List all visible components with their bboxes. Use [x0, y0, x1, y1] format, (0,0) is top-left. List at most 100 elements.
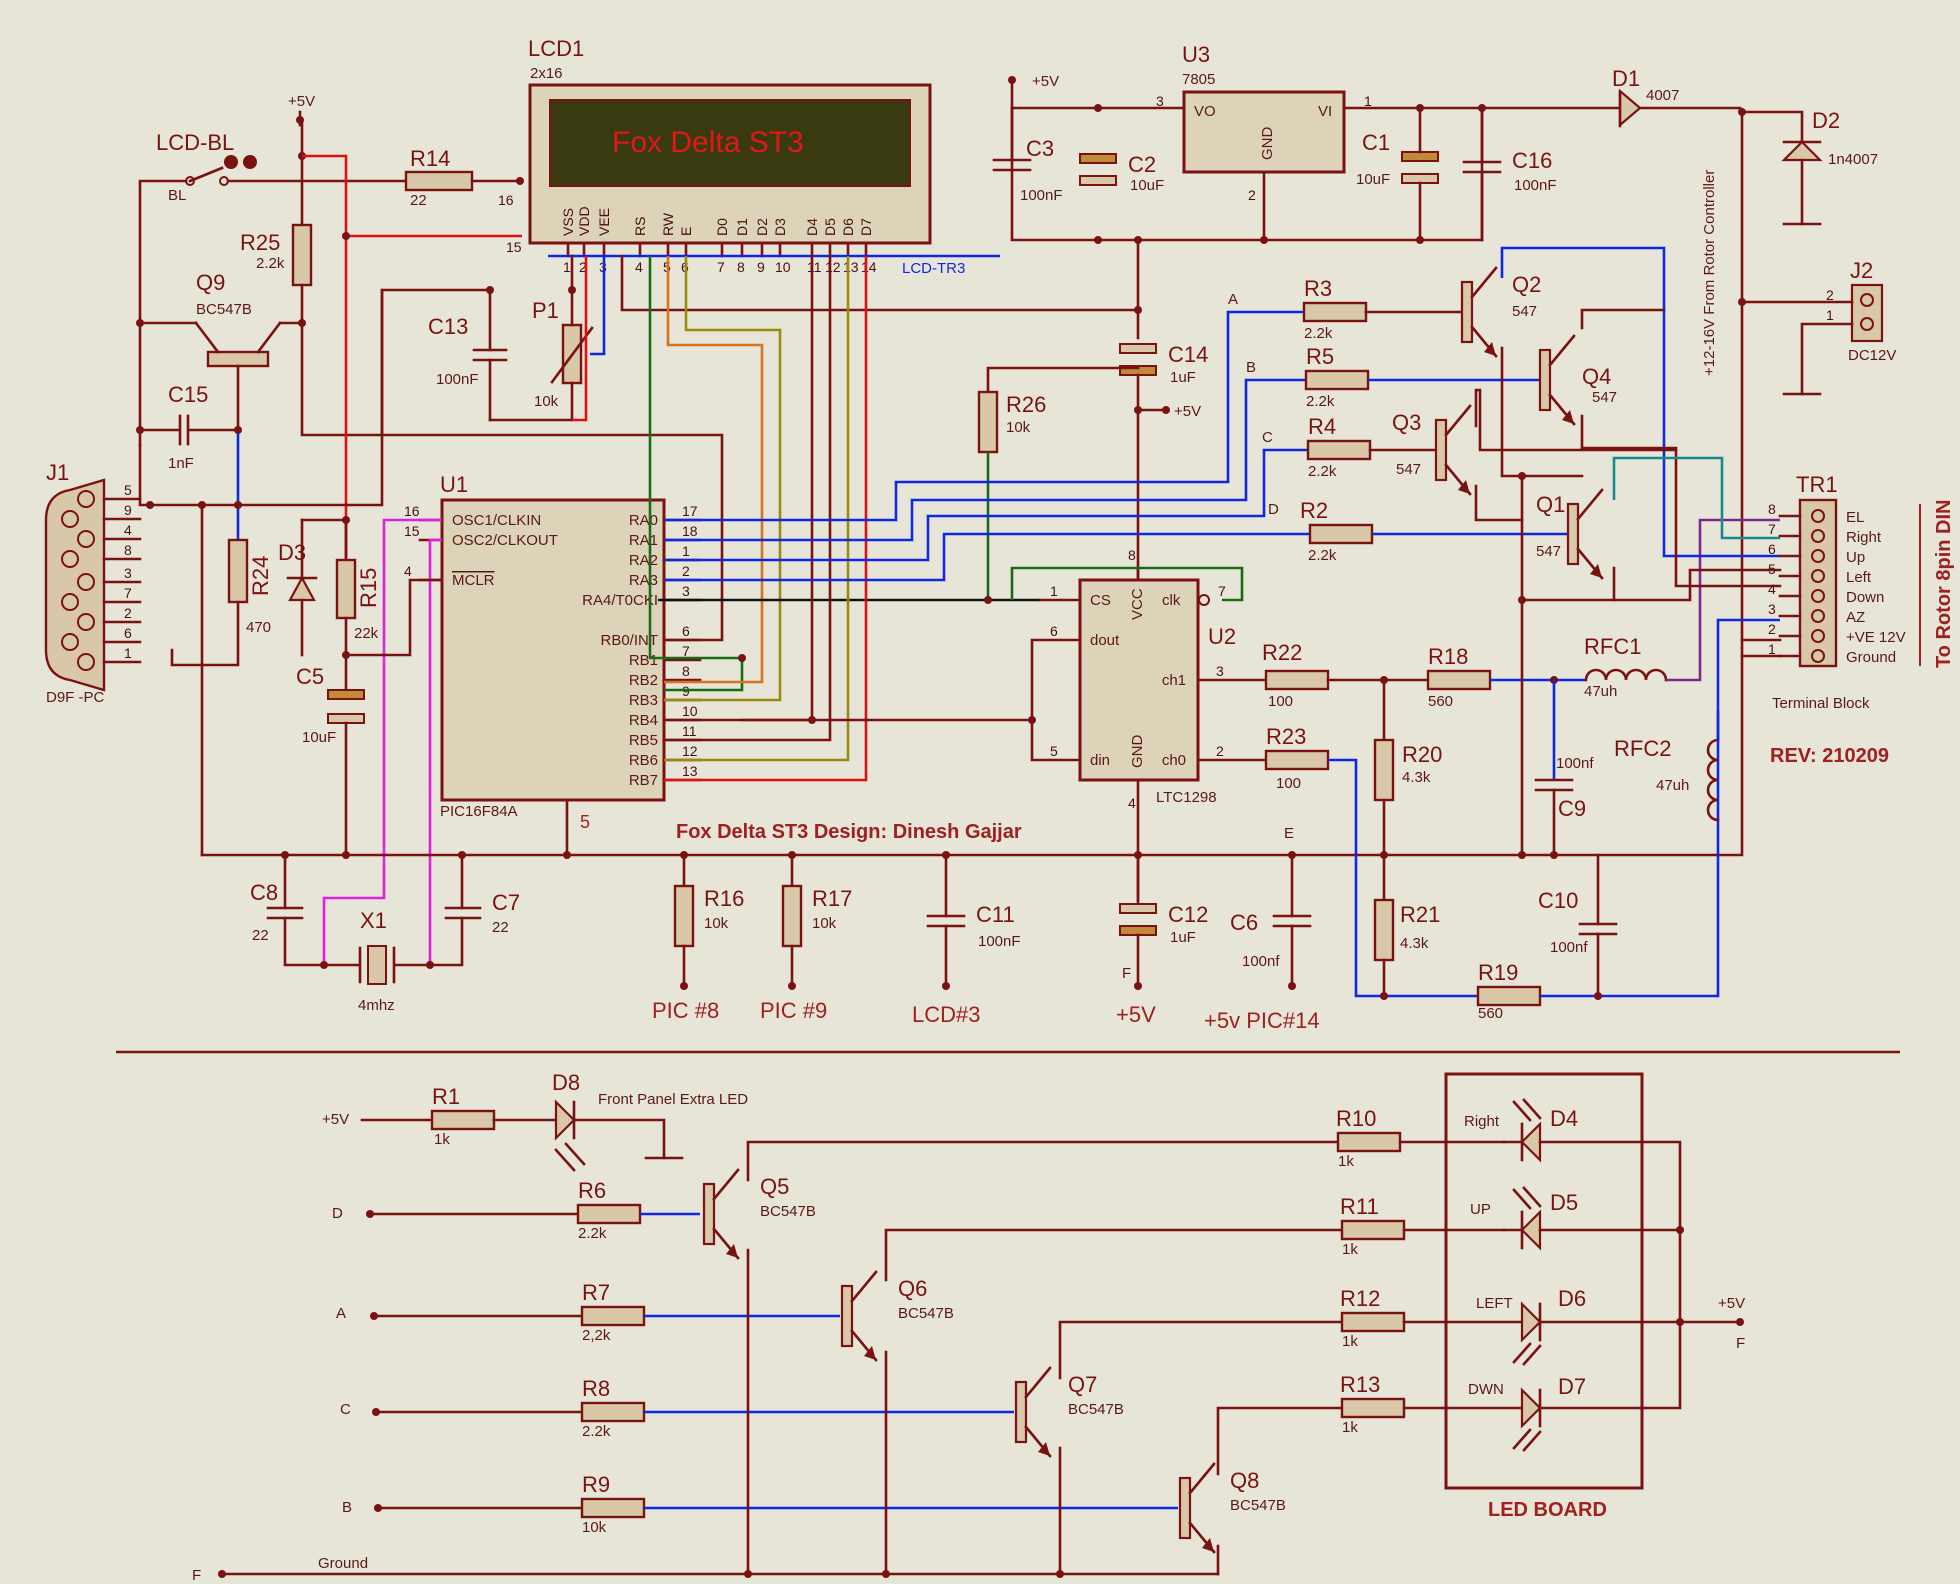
q3	[1434, 404, 1472, 496]
u1-right-pin-7: RB2	[629, 672, 658, 689]
j1-hole-7	[61, 633, 79, 651]
lcd1-screen	[549, 99, 911, 187]
lcd-bl-ref: LCD-BL	[156, 130, 234, 155]
r2	[1308, 523, 1374, 545]
u2-num-5: 5	[1050, 743, 1058, 759]
r13-value: 1k	[1342, 1419, 1358, 1436]
q2-value: 547	[1512, 303, 1537, 320]
r3-value: 2.2k	[1304, 325, 1333, 342]
j1-hole-0	[77, 490, 95, 508]
lcd-pin-8: D2	[754, 218, 770, 236]
c3-ref: C3	[1026, 136, 1054, 161]
u1-right-num-12: 13	[682, 763, 698, 779]
r3-ref: R3	[1304, 276, 1332, 301]
r15	[335, 558, 357, 620]
d7-led	[1512, 1387, 1542, 1452]
c13-value: 100nF	[436, 371, 479, 388]
x1-value: 4mhz	[358, 997, 395, 1014]
u2-pin-1: VCC	[1129, 588, 1146, 620]
r1	[430, 1109, 496, 1131]
c13: C13 100nF	[428, 286, 508, 422]
r23-ref: R23	[1266, 724, 1306, 749]
j1-value: D9F -PC	[46, 689, 105, 706]
led-board-label: LED BOARD	[1488, 1499, 1607, 1521]
u2-ref: U2	[1208, 624, 1236, 649]
r6-ref: R6	[578, 1178, 606, 1203]
u2-clk-bubble	[1198, 594, 1210, 606]
d1-ref: D1	[1612, 66, 1640, 91]
tr1-num-1: 7	[1768, 521, 1776, 537]
q9-value: BC547B	[196, 301, 252, 318]
r5	[1304, 369, 1370, 391]
d3: D3	[278, 518, 318, 657]
r10	[1336, 1131, 1402, 1153]
bl-label: BL	[168, 187, 186, 204]
rfc2	[1706, 738, 1720, 822]
u1-right-num-5: 6	[682, 623, 690, 639]
c7: C7 22	[428, 853, 520, 967]
u1-right-pin-12: RB7	[629, 772, 658, 789]
led-left-label: LEFT	[1476, 1295, 1513, 1312]
c6-ref: C6	[1230, 910, 1258, 935]
u2-num-3: 6	[1050, 623, 1058, 639]
r14-ref: R14	[410, 146, 450, 171]
j1-ref: J1	[46, 460, 69, 485]
c12-ref: C12	[1168, 902, 1208, 927]
r3	[1302, 301, 1368, 323]
c5: C5 10uF	[296, 664, 365, 857]
lcd-pin-11: D5	[822, 218, 838, 236]
r8	[580, 1401, 646, 1423]
rfc1-value: 47uh	[1584, 683, 1617, 700]
net-e-label: E	[1284, 825, 1294, 842]
bl-led-1	[224, 155, 238, 169]
gnd-node	[563, 851, 571, 859]
driver-transistors: A B C D R3 2.2k R5 2.2k R4 2.2k R2 2.2k …	[664, 246, 1782, 857]
lcd-pin-12: D6	[840, 218, 856, 236]
led-up-label: UP	[1470, 1201, 1491, 1218]
svg-text:1: 1	[1364, 93, 1372, 109]
svg-text:2: 2	[1826, 287, 1834, 303]
r25	[291, 223, 313, 287]
q4-value: 547	[1592, 389, 1617, 406]
r19	[1476, 985, 1542, 1007]
j1-hole-1	[61, 510, 79, 528]
r1-value: 1k	[434, 1131, 450, 1148]
tr1-hole-6	[1811, 629, 1825, 643]
q5-ref: Q5	[760, 1174, 789, 1199]
lcd-pin-num-12: 13	[843, 259, 859, 275]
power-supply: +5V C3 100nF C2 10uF U3 7805 VO VI GND 3…	[992, 42, 1878, 244]
u1-right-num-10: 11	[682, 723, 697, 739]
c12-value: 1uF	[1170, 929, 1196, 946]
c8: C8 22	[250, 853, 326, 967]
r7-ref: R7	[582, 1280, 610, 1305]
r4-ref: R4	[1308, 414, 1336, 439]
r17: R17 10k PIC #9	[760, 853, 852, 1023]
lcd-pin-5: E	[678, 227, 694, 236]
d1	[1618, 88, 1642, 128]
u1-right-pin-3: RA3	[629, 572, 658, 589]
c11: C11 100nF LCD#3	[912, 853, 1021, 1027]
r19-value: 560	[1478, 1005, 1503, 1022]
pic8-label: PIC #8	[652, 998, 719, 1023]
r10-value: 1k	[1338, 1153, 1354, 1170]
c14-value: 1uF	[1170, 369, 1196, 386]
u1-right-num-0: 17	[682, 503, 698, 519]
u1-right-pin-6: RB1	[629, 652, 658, 669]
p1-ref: P1	[532, 298, 559, 323]
j1-pin-7: 6	[124, 625, 132, 641]
lcd-pin-7: D1	[734, 218, 750, 236]
u1-right-pin-9: RB4	[629, 712, 658, 729]
r22-value: 100	[1268, 693, 1293, 710]
r24	[227, 538, 249, 604]
c7-value: 22	[492, 919, 509, 936]
c5-value: 10uF	[302, 729, 336, 746]
net-d: D	[1268, 501, 1279, 518]
r15-value: 22k	[354, 625, 379, 642]
r15-ref: R15	[356, 568, 381, 608]
u2-pin-2: clk	[1162, 592, 1181, 609]
r22	[1264, 669, 1330, 691]
q7	[1014, 1366, 1052, 1458]
r26-ref: R26	[1006, 392, 1046, 417]
j1-hole-4	[77, 573, 95, 591]
